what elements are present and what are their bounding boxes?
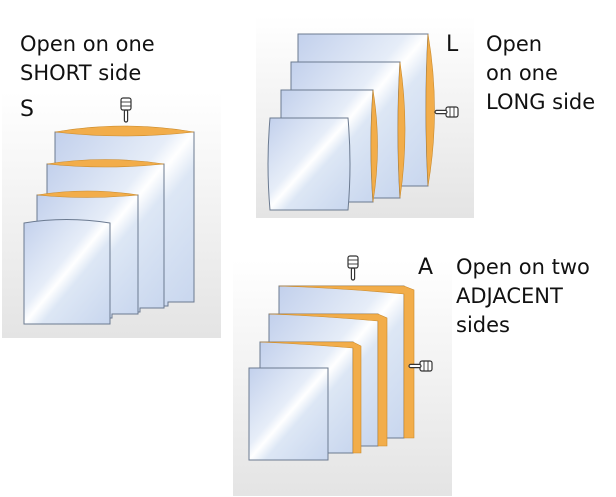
open-edge-adjacent-2 (259, 341, 362, 454)
open-edge-adjacent-3 (268, 313, 388, 447)
panel-long-side (256, 16, 474, 218)
pointing-hand-down-icon (347, 255, 359, 281)
caption-adjacent-line-3: sides (456, 313, 510, 337)
panel-adjacent-sides (233, 255, 452, 496)
caption-long-line-2: on one (486, 61, 558, 85)
caption-short-line-2: SHORT side (20, 61, 142, 85)
open-edge-short-2 (36, 190, 139, 198)
pouch-long-1 (267, 117, 351, 211)
pointing-hand-left-icon (408, 360, 433, 372)
pointing-hand-down-icon (120, 97, 132, 123)
panel-short-side (2, 92, 221, 338)
letter-short: S (20, 97, 34, 122)
open-edge-long-4 (425, 33, 435, 187)
pouch-short-1 (23, 219, 111, 325)
letter-long: L (446, 32, 459, 57)
caption-short-line-1: Open on one (20, 32, 155, 56)
caption-long-line-1: Open (486, 32, 543, 56)
pouch-adjacent-1 (248, 367, 329, 461)
letter-adjacent: A (418, 255, 434, 280)
open-edge-short-4 (54, 125, 195, 137)
caption-adjacent-line-1: Open on two (456, 255, 590, 279)
caption-long-line-3: LONG side (486, 90, 596, 114)
caption-adjacent-line-2: ADJACENT (456, 284, 563, 308)
open-edge-short-3 (46, 159, 165, 168)
open-edge-long-3 (397, 61, 406, 199)
open-edge-long-2 (370, 89, 378, 203)
pointing-hand-left-icon (434, 106, 459, 118)
open-edge-adjacent-4 (278, 285, 415, 439)
